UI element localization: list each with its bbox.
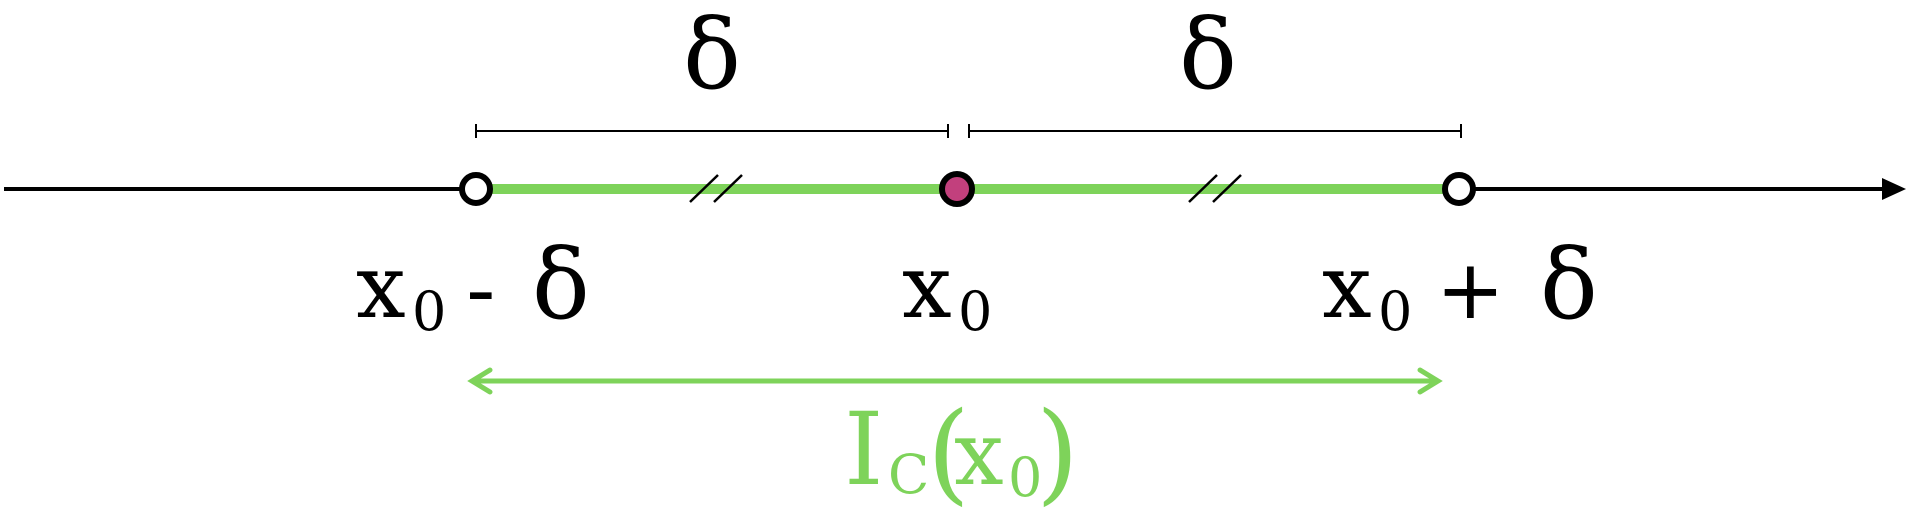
equal-length-marks-right bbox=[1188, 174, 1242, 203]
svg-text:(: ( bbox=[927, 388, 970, 516]
svg-text:x: x bbox=[1322, 235, 1372, 338]
svg-text:δ: δ bbox=[1540, 229, 1598, 341]
svg-text:I: I bbox=[844, 391, 884, 508]
svg-text:0: 0 bbox=[1008, 446, 1042, 509]
delta-bracket-left bbox=[475, 124, 949, 138]
double-arrow-icon bbox=[467, 367, 1443, 395]
label-x0: x 0 bbox=[902, 235, 992, 343]
delta-bracket-right bbox=[968, 124, 1462, 138]
equal-length-marks-left bbox=[689, 174, 743, 203]
svg-text:x: x bbox=[902, 235, 952, 338]
interval-label: I C ( x 0 ) bbox=[844, 388, 1079, 516]
svg-text:C: C bbox=[888, 443, 929, 506]
svg-text:0: 0 bbox=[1378, 280, 1412, 343]
svg-text:+: + bbox=[1436, 243, 1505, 338]
svg-text:0: 0 bbox=[412, 280, 446, 343]
svg-text:x: x bbox=[954, 402, 1004, 505]
label-x0-plus-delta: x 0 + δ bbox=[1322, 229, 1598, 343]
open-circle-icon bbox=[1442, 172, 1476, 206]
svg-text:0: 0 bbox=[958, 280, 992, 343]
delta-label-right: δ bbox=[1179, 0, 1237, 111]
label-x0-minus-delta: x 0 - δ bbox=[356, 229, 590, 343]
svg-text:x: x bbox=[356, 235, 406, 338]
filled-circle-icon bbox=[939, 171, 975, 207]
delta-label-left: δ bbox=[683, 0, 741, 111]
svg-text:): ) bbox=[1036, 388, 1079, 516]
svg-text:δ: δ bbox=[532, 229, 590, 341]
arrow-right-icon bbox=[1882, 178, 1906, 200]
svg-text:-: - bbox=[466, 243, 496, 338]
open-circle-icon bbox=[459, 172, 493, 206]
